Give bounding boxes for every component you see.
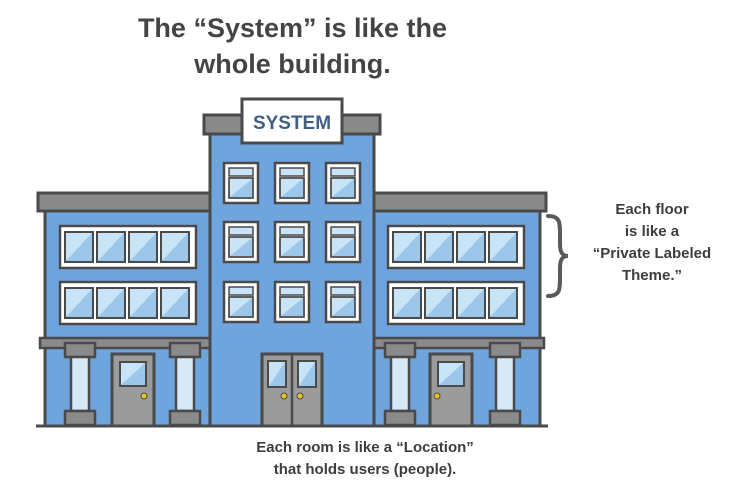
floor-note-line-4: Theme.” <box>621 267 682 284</box>
left-wing <box>36 191 218 428</box>
room-note-line-1: Each room is like a “Location” <box>256 439 474 456</box>
room-note-line-2: that holds users (people). <box>273 461 457 478</box>
right-door <box>428 352 474 428</box>
sign-label: SYSTEM <box>253 113 331 134</box>
right-wing <box>366 191 548 428</box>
left-door <box>110 352 156 428</box>
floor-note: Each floor is like a “Private Labeled Th… <box>572 199 732 287</box>
left-window-band-upper <box>58 224 198 270</box>
floor-note-line-1: Each floor <box>615 201 689 218</box>
left-window-band-lower <box>58 280 198 326</box>
diagram-title: The “System” is like the whole building. <box>137 13 448 79</box>
floor-note-line-2: is like a <box>624 223 680 240</box>
floor-note-line-3: “Private Labeled <box>592 245 712 262</box>
system-sign: SYSTEM <box>240 97 344 145</box>
main-double-door <box>260 352 324 428</box>
room-note: Each room is like a “Location” that hold… <box>205 437 525 481</box>
central-tower <box>202 113 382 428</box>
right-window-band-upper <box>386 224 526 270</box>
right-window-band-lower <box>386 280 526 326</box>
curly-brace <box>546 214 569 298</box>
